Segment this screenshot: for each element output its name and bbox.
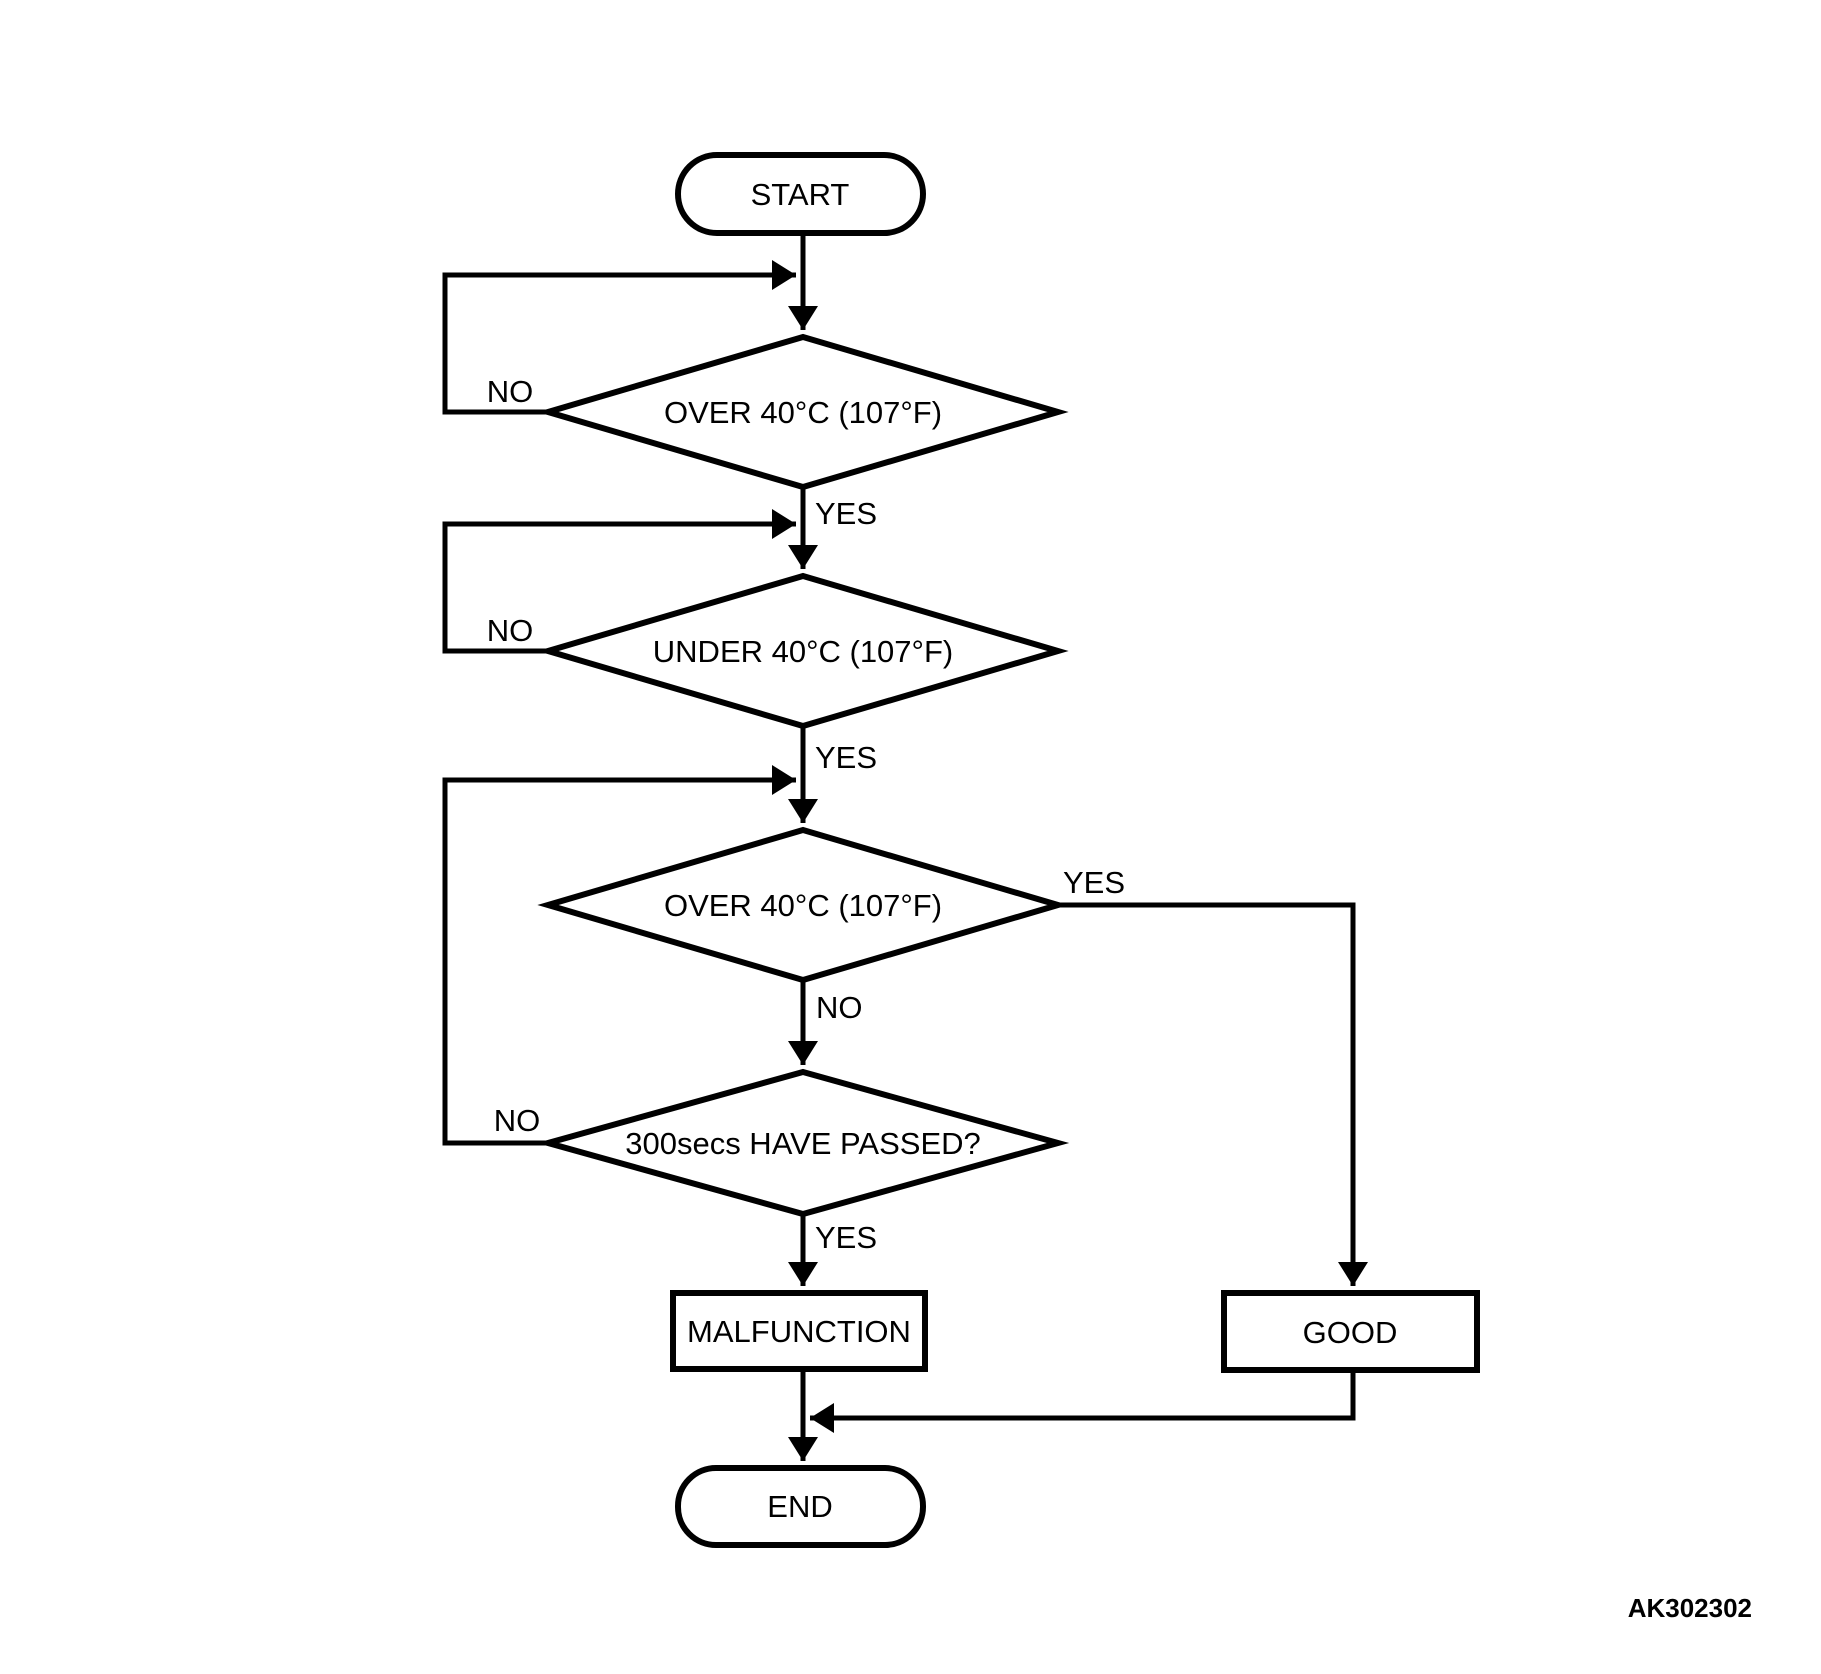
end-label: END: [767, 1489, 832, 1524]
start-terminator-shape: [675, 152, 926, 236]
edge-good-to-merge: [810, 1370, 1356, 1433]
start-label: START: [751, 177, 850, 212]
node-decision4: 300secs HAVE PASSED?: [536, 1068, 1070, 1218]
node-malfunction: MALFUNCTION: [670, 1290, 928, 1372]
end-terminator-shape: [675, 1465, 926, 1548]
decision3-no-label: NO: [816, 990, 863, 1025]
decision4-no-label: NO: [494, 1103, 541, 1138]
node-start: START: [675, 152, 926, 236]
decision1-label: OVER 40°C (107°F): [664, 395, 942, 430]
decision2-yes-label: YES: [815, 740, 877, 775]
decision1-diamond-shape: [537, 333, 1069, 491]
drawing-code-label: AK302302: [1628, 1593, 1752, 1623]
decision3-diamond-shape: [537, 826, 1069, 984]
decision2-label: UNDER 40°C (107°F): [653, 634, 953, 669]
decision4-label: 300secs HAVE PASSED?: [625, 1126, 981, 1161]
edge-decision1-no-loop: [442, 260, 796, 415]
decision2-diamond-shape: [537, 572, 1069, 730]
decision4-yes-label: YES: [815, 1220, 877, 1255]
node-decision2: UNDER 40°C (107°F): [537, 572, 1069, 730]
edge-decision4-no-loop: [442, 765, 796, 1146]
edge-decision3-yes-to-good: [1058, 902, 1368, 1286]
node-decision1: OVER 40°C (107°F): [537, 333, 1069, 491]
good-process-shape: [1221, 1290, 1480, 1373]
good-label: GOOD: [1303, 1315, 1398, 1350]
decision3-label: OVER 40°C (107°F): [664, 888, 942, 923]
malfunction-label: MALFUNCTION: [687, 1314, 911, 1349]
edge-decision2-no-loop: [442, 509, 796, 654]
decision4-diamond-shape: [536, 1068, 1070, 1218]
malfunction-process-shape: [670, 1290, 928, 1372]
node-decision3: OVER 40°C (107°F): [537, 826, 1069, 984]
node-end: END: [675, 1465, 926, 1548]
decision3-yes-label: YES: [1063, 865, 1125, 900]
node-good: GOOD: [1221, 1290, 1480, 1373]
decision1-no-label: NO: [487, 374, 534, 409]
decision2-no-label: NO: [487, 613, 534, 648]
decision1-yes-label: YES: [815, 496, 877, 531]
